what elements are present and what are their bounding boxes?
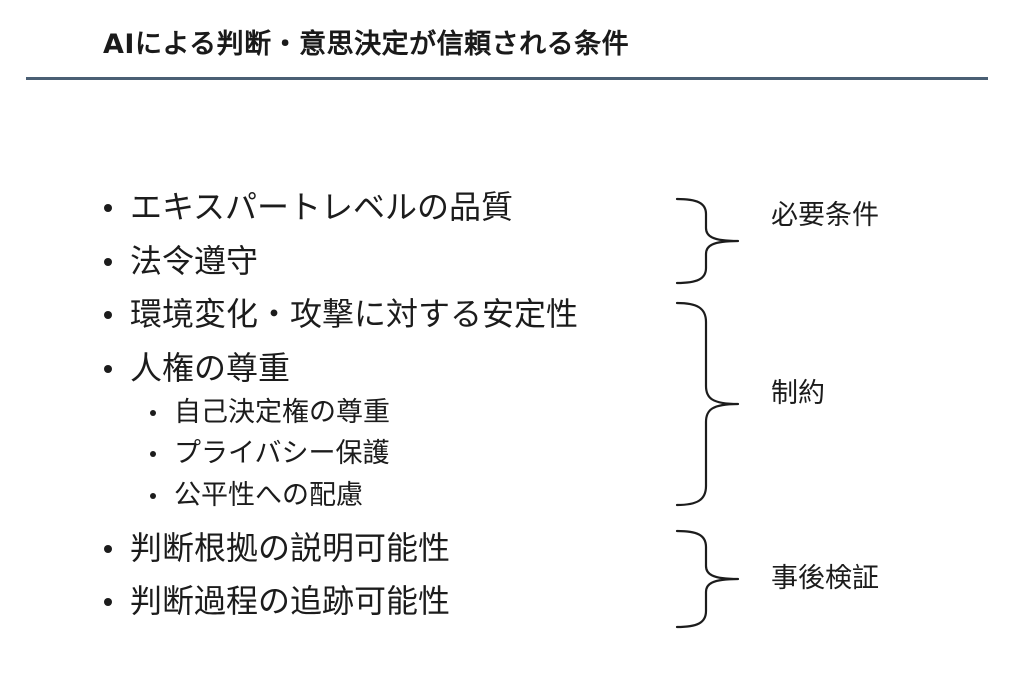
bullet-item: 判断根拠の説明可能性 (104, 532, 450, 564)
bullet-dot-icon (104, 598, 112, 606)
sub-bullet-text: 自己決定権の尊重 (174, 397, 390, 428)
sub-bullet-text: 公平性への配慮 (174, 480, 363, 511)
bullet-item: 人権の尊重 (104, 352, 290, 384)
bullet-dot-icon (104, 311, 112, 319)
bullet-item: エキスパートレベルの品質 (104, 191, 513, 223)
title-divider (26, 77, 988, 80)
group-label-verification: 事後検証 (771, 563, 879, 594)
bullet-dot-icon (104, 365, 112, 373)
sub-bullet-text: プライバシー保護 (174, 438, 390, 469)
bullet-text: 判断過程の追跡可能性 (130, 582, 451, 620)
sub-bullet-dot-icon (150, 493, 156, 499)
bullet-item: 環境変化・攻撃に対する安定性 (104, 298, 578, 330)
bullet-text: 環境変化・攻撃に対する安定性 (130, 295, 579, 333)
bullet-dot-icon (104, 545, 112, 553)
sub-bullet-dot-icon (150, 410, 156, 416)
group-label-constraint: 制約 (771, 378, 825, 409)
bullet-dot-icon (104, 204, 112, 212)
bullet-item: 法令遵守 (104, 245, 258, 277)
group-label-necessary: 必要条件 (771, 200, 879, 231)
slide-title: AIによる判断・意思決定が信頼される条件 (103, 29, 630, 60)
bullet-item: 判断過程の追跡可能性 (104, 585, 450, 617)
bullet-text: 判断根拠の説明可能性 (130, 529, 451, 567)
sub-bullet-item: プライバシー保護 (150, 440, 389, 467)
bullet-text: エキスパートレベルの品質 (130, 188, 514, 226)
bullet-text: 人権の尊重 (130, 349, 291, 387)
right-brace-icon (675, 301, 740, 507)
right-brace-icon (675, 197, 740, 285)
bullet-dot-icon (104, 258, 112, 266)
sub-bullet-item: 公平性への配慮 (150, 482, 363, 509)
sub-bullet-dot-icon (150, 451, 156, 457)
right-brace-icon (675, 529, 740, 629)
sub-bullet-item: 自己決定権の尊重 (150, 399, 390, 426)
bullet-text: 法令遵守 (130, 242, 259, 280)
